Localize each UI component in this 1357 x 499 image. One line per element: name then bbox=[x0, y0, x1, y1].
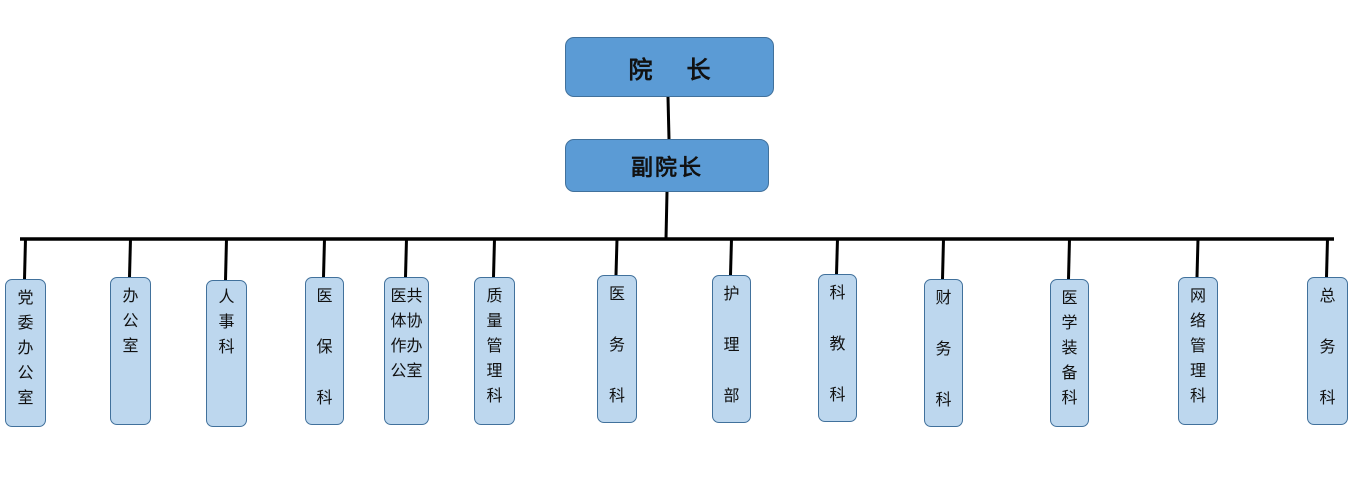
dept-node-medical-insurance: 医保科 bbox=[305, 277, 344, 425]
vice-president-label: 副院长 bbox=[630, 155, 703, 181]
dept-label: 护理部 bbox=[723, 284, 740, 405]
drop-line bbox=[322, 238, 326, 278]
dept-label: 医学装备科 bbox=[1061, 288, 1078, 407]
dept-node-medical-equipment: 医学装备科 bbox=[1050, 279, 1089, 427]
president-label: 院长 bbox=[628, 55, 745, 84]
drop-line bbox=[835, 238, 839, 275]
dept-node-party-office: 党委办公室 bbox=[5, 279, 46, 427]
drop-line bbox=[1067, 238, 1071, 280]
dept-node-finance: 财务科 bbox=[924, 279, 963, 427]
dept-node-network-management: 网络管理科 bbox=[1178, 277, 1218, 425]
dept-node-general-office: 办公室 bbox=[110, 277, 151, 425]
drop-line bbox=[128, 238, 132, 278]
connector-vice-bus bbox=[664, 191, 669, 240]
drop-line bbox=[729, 238, 733, 276]
dept-label: 医保科 bbox=[316, 286, 333, 407]
connector-president-vice bbox=[666, 96, 671, 140]
dept-label: 科教科 bbox=[829, 283, 846, 404]
drop-line bbox=[492, 238, 496, 278]
dept-node-science-education: 科教科 bbox=[818, 274, 857, 422]
dept-node-medical-community-office: 医共体协作办公室 bbox=[384, 277, 429, 425]
dept-label: 人事科 bbox=[218, 287, 235, 356]
president-node: 院长 bbox=[565, 37, 774, 97]
drop-line bbox=[404, 238, 408, 278]
dept-node-nursing: 护理部 bbox=[712, 275, 751, 423]
drop-line bbox=[1325, 238, 1329, 278]
dept-label: 医务科 bbox=[609, 284, 626, 405]
drop-line bbox=[224, 238, 228, 281]
dept-node-general-affairs: 总务科 bbox=[1307, 277, 1348, 425]
dept-node-medical-affairs: 医务科 bbox=[597, 275, 637, 423]
dept-label: 财务科 bbox=[935, 288, 952, 409]
dept-label: 质量管理科 bbox=[486, 286, 503, 405]
dept-label: 总务科 bbox=[1319, 286, 1336, 407]
dept-label: 医共体协作办公室 bbox=[390, 286, 423, 380]
drop-line bbox=[614, 238, 619, 276]
drop-line bbox=[941, 238, 945, 280]
dept-node-personnel: 人事科 bbox=[206, 280, 247, 427]
drop-line bbox=[1195, 238, 1200, 278]
drop-line bbox=[23, 238, 27, 280]
vice-president-node: 副院长 bbox=[565, 139, 769, 192]
dept-label: 办公室 bbox=[122, 286, 139, 355]
dept-node-quality-management: 质量管理科 bbox=[474, 277, 515, 425]
dept-label: 网络管理科 bbox=[1190, 286, 1207, 405]
dept-label: 党委办公室 bbox=[17, 288, 34, 407]
